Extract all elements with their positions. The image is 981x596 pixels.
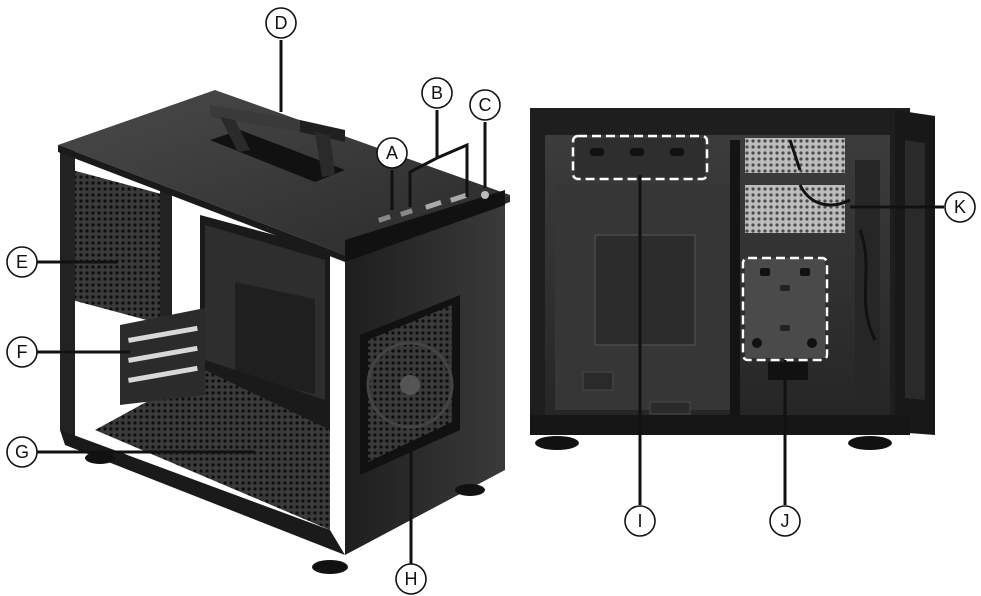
callout-i-label: I	[637, 511, 642, 531]
left-case-foot	[455, 484, 485, 496]
drive-mount-top-highlight	[571, 134, 709, 181]
callout-k: K	[944, 191, 976, 223]
right-case-foot	[535, 436, 579, 450]
carry-handle	[210, 105, 345, 177]
drive-mount-top	[571, 134, 709, 181]
front-mesh-panel	[72, 170, 165, 325]
callout-f-label: F	[17, 342, 28, 362]
left-case-foot	[312, 560, 348, 574]
rear-mesh-vent	[745, 138, 851, 233]
right-case-foot	[848, 436, 892, 450]
callout-h: H	[395, 563, 427, 595]
callout-f: F	[6, 336, 38, 368]
callout-j-label: J	[781, 511, 790, 531]
front-io-bezel	[345, 190, 505, 262]
callout-e: E	[6, 246, 38, 278]
bottom-mesh-tray	[95, 370, 330, 530]
expansion-slots	[120, 308, 205, 405]
callout-c: C	[469, 89, 501, 121]
callout-i: I	[624, 505, 656, 537]
leader-lines	[37, 40, 944, 570]
callout-e-label: E	[16, 252, 28, 272]
callout-g: G	[6, 436, 38, 468]
callout-c-label: C	[479, 95, 492, 115]
right-case	[530, 108, 935, 450]
side-fan	[360, 295, 460, 475]
callout-d: D	[265, 7, 297, 39]
left-case-front-frame	[60, 145, 75, 440]
callout-h-label: H	[405, 569, 418, 589]
callout-d-label: D	[275, 13, 288, 33]
callout-a: A	[376, 137, 408, 169]
callout-a-label: A	[386, 143, 398, 163]
callout-b-label: B	[431, 83, 443, 103]
left-case-foot	[85, 452, 115, 464]
drive-mount-rear	[741, 256, 829, 380]
callout-b: B	[421, 77, 453, 109]
callout-g-label: G	[15, 442, 29, 462]
left-case	[58, 90, 510, 574]
callout-k-label: K	[954, 197, 966, 217]
callout-j: J	[769, 505, 801, 537]
left-case-top-panel	[58, 90, 510, 255]
